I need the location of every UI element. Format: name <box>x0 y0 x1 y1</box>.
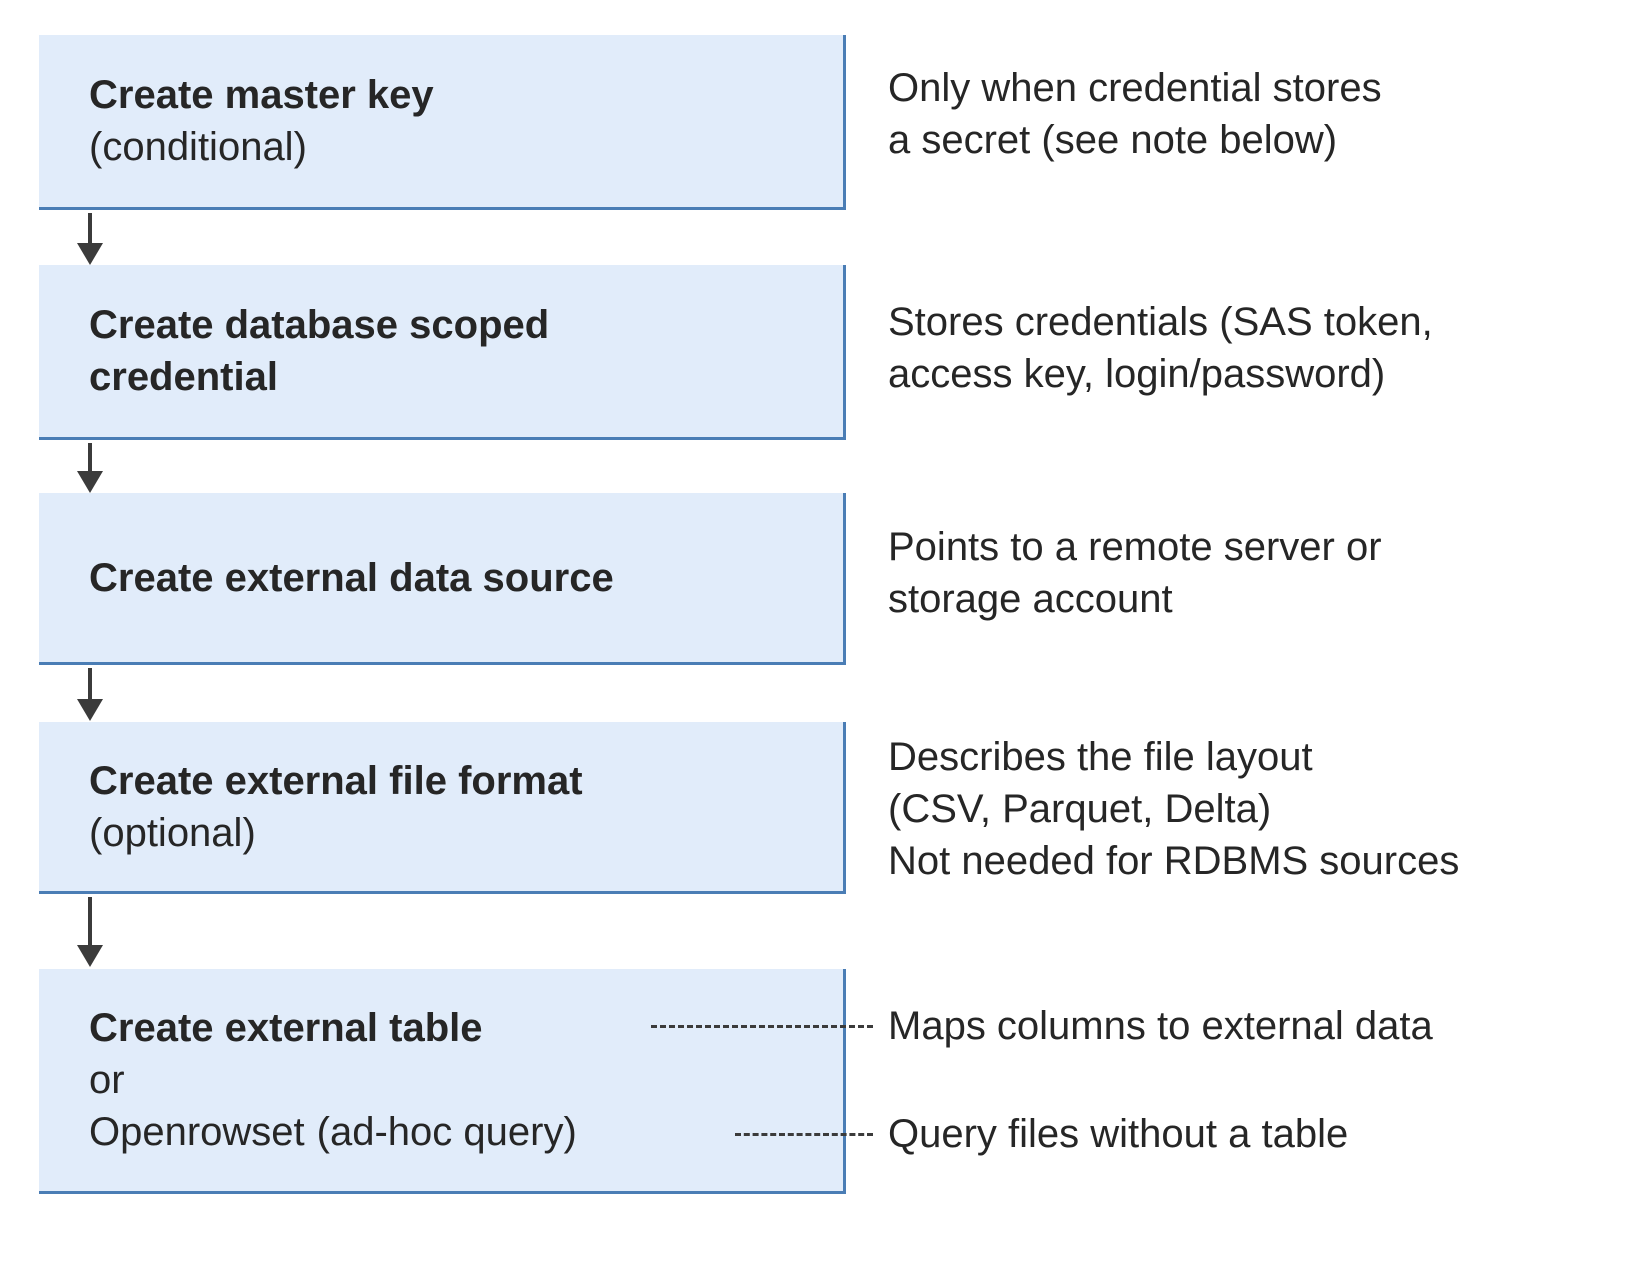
note-scoped-credential: Stores credentials (SAS token, access ke… <box>888 296 1628 400</box>
arrow-head <box>77 243 103 265</box>
step-title-file-format: Create external file format <box>89 758 583 803</box>
arrow-down-icon-1 <box>77 213 103 265</box>
note-openrowset-line-1: Query files without a table <box>888 1112 1349 1156</box>
step-box-scoped-credential[interactable]: Create database scoped credential <box>39 265 846 440</box>
arrow-down-icon-2 <box>77 443 103 493</box>
arrow-shaft <box>88 668 92 701</box>
step-box-scoped-credential-text: Create database scoped credential <box>39 299 843 403</box>
arrow-head <box>77 471 103 493</box>
step-box-external-table[interactable]: Create external table or Openrowset (ad-… <box>39 969 846 1194</box>
step-title-data-source: Create external data source <box>89 555 614 600</box>
step-title-openrowset: Openrowset <box>89 1110 305 1154</box>
step-title-external-table: Create external table <box>89 1006 483 1050</box>
step-box-master-key[interactable]: Create master key (conditional) <box>39 35 846 210</box>
arrow-shaft <box>88 443 92 473</box>
arrow-down-icon-4 <box>77 897 103 969</box>
step-box-file-format-text: Create external file format (optional) <box>39 755 843 859</box>
step-title-master-key: Create master key <box>89 73 434 117</box>
note-data-source-line-2: storage account <box>888 577 1173 621</box>
note-file-format-line-3: Not needed for RDBMS sources <box>888 839 1460 883</box>
arrow-shaft <box>88 897 92 947</box>
dashed-connector-external-table <box>651 1025 873 1028</box>
note-file-format-line-2: (CSV, Parquet, Delta) <box>888 787 1272 831</box>
note-external-table-line-1: Maps columns to external data <box>888 1004 1433 1048</box>
arrow-down-icon-3 <box>77 668 103 722</box>
note-scoped-credential-line-1: Stores credentials (SAS token, <box>888 300 1433 344</box>
step-box-master-key-text: Create master key (conditional) <box>39 69 843 173</box>
dashed-connector-openrowset <box>735 1133 873 1136</box>
step-subtitle-openrowset: (ad-hoc query) <box>316 1110 577 1154</box>
note-file-format-line-1: Describes the file layout <box>888 735 1313 779</box>
step-title-scoped-credential-line-1: Create database scoped <box>89 303 550 347</box>
note-file-format: Describes the file layout (CSV, Parquet,… <box>888 731 1628 887</box>
note-openrowset: Query files without a table <box>888 1108 1628 1160</box>
step-box-external-table-text: Create external table or Openrowset (ad-… <box>39 1002 843 1158</box>
step-box-file-format[interactable]: Create external file format (optional) <box>39 722 846 894</box>
note-master-key-line-2: a secret (see note below) <box>888 118 1338 162</box>
step-box-data-source-text: Create external data source <box>39 552 843 604</box>
arrow-head <box>77 699 103 721</box>
note-external-table: Maps columns to external data <box>888 1000 1628 1052</box>
note-data-source: Points to a remote server or storage acc… <box>888 521 1628 625</box>
arrow-shaft <box>88 213 92 245</box>
step-subtitle-master-key: (conditional) <box>89 125 307 169</box>
step-title-openrowset-row: Openrowset (ad-hoc query) <box>89 1106 829 1158</box>
step-connector-or: or <box>89 1058 125 1102</box>
note-master-key-line-1: Only when credential stores <box>888 66 1382 110</box>
note-data-source-line-1: Points to a remote server or <box>888 525 1382 569</box>
note-scoped-credential-line-2: access key, login/password) <box>888 352 1386 396</box>
step-subtitle-file-format: (optional) <box>89 810 256 855</box>
step-title-scoped-credential-line-2: credential <box>89 355 278 399</box>
note-master-key: Only when credential stores a secret (se… <box>888 62 1628 166</box>
arrow-head <box>77 945 103 967</box>
step-box-data-source[interactable]: Create external data source <box>39 493 846 665</box>
